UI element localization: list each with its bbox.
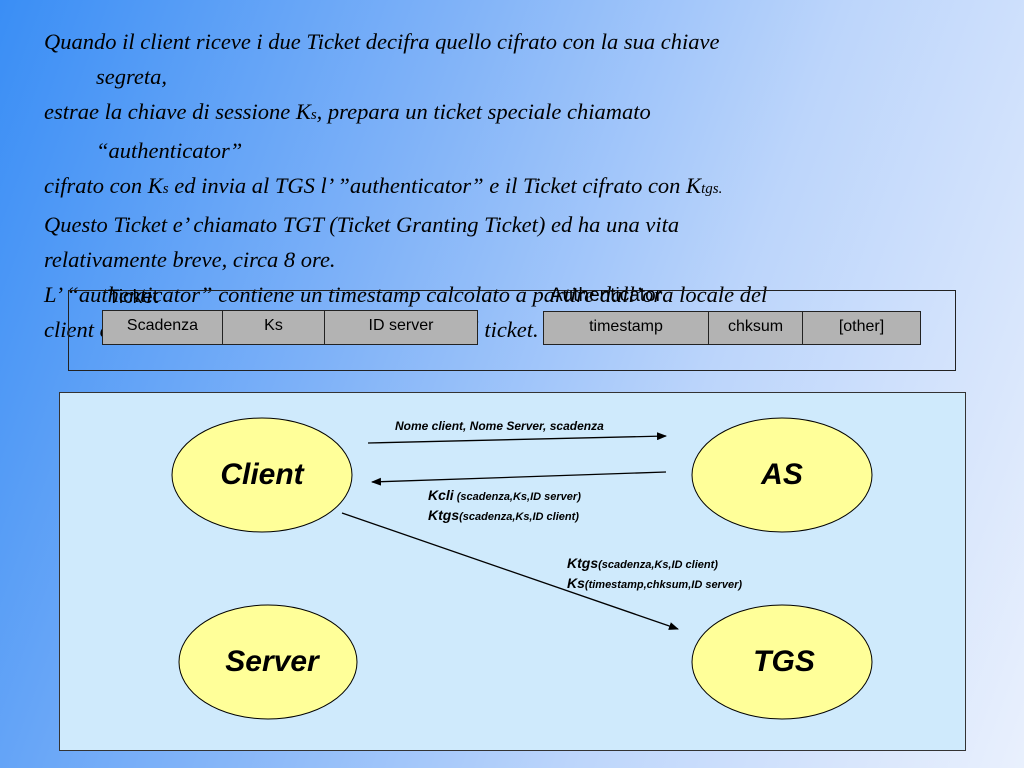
paragraph-line-3: estrae la chiave di sessione Ks, prepara… (44, 94, 1004, 133)
message-key: Ks (567, 575, 585, 591)
message-key: Kcli (428, 487, 454, 503)
ticket-field-ks: Ks (223, 311, 325, 344)
message-args: (timestamp,chksum,ID server) (584, 579, 743, 591)
message-as-to-client: Kcli (scadenza,Ks,ID server) Ktgs(scaden… (428, 486, 581, 526)
message-client-to-tgs: Ktgs(scadenza,Ks,ID client) Ks(timestamp… (567, 554, 742, 594)
paragraph-line-7: relativamente breve, circa 8 ore. (44, 247, 336, 272)
paragraph-line-5-text-b: ed invia al TGS l’ ”authenticator” e il … (168, 173, 702, 198)
message-args: (scadenza,Ks,ID client) (598, 559, 718, 571)
message-line: Ktgs(scadenza,Ks,ID client) (567, 554, 742, 574)
authenticator-fields: timestamp chksum [other] (543, 311, 921, 345)
message-client-to-as: Nome client, Nome Server, scadenza (395, 419, 604, 433)
paragraph-line-6: Questo Ticket e’ chiamato TGT (Ticket Gr… (44, 212, 680, 237)
ticket-fields: Scadenza Ks ID server (102, 310, 478, 345)
paragraph-line-1: Quando il client riceve i due Ticket dec… (44, 29, 720, 54)
message-line: Ks(timestamp,chksum,ID server) (567, 574, 742, 594)
message-key: Ktgs (567, 555, 599, 571)
paragraph-line-5-text: cifrato con K (44, 173, 163, 198)
auth-field-chksum: chksum (709, 312, 803, 344)
paragraph-line-4: “authenticator” (96, 138, 243, 163)
message-args: (scadenza,Ks,ID client) (459, 511, 579, 523)
arrow-as-to-client (371, 471, 667, 486)
ticket-label: Ticket (108, 287, 158, 308)
as-label: AS (761, 458, 803, 491)
server-node (178, 604, 358, 720)
structure-box (68, 290, 956, 371)
paragraph-line-3-text-b: , prepara un ticket speciale chiamato (316, 99, 651, 124)
auth-field-other: [other] (838, 318, 885, 335)
authenticator-label: Authenticator (550, 285, 662, 306)
arrow-client-to-tgs (341, 512, 679, 630)
message-line: Kcli (scadenza,Ks,ID server) (428, 486, 581, 506)
ticket-field-scadenza: Scadenza (103, 311, 223, 344)
tgs-label: TGS (753, 645, 815, 678)
explanation-paragraph: Quando il client riceve i due Ticket dec… (44, 24, 1004, 347)
message-args: (scadenza,Ks,ID server) (453, 491, 581, 503)
flow-diagram-svg (171, 417, 873, 720)
auth-field-timestamp: timestamp (544, 312, 709, 344)
ks-subscript: s (310, 107, 317, 123)
client-label: Client (220, 458, 304, 491)
server-label: Server (225, 645, 319, 678)
message-key: Ktgs (428, 507, 460, 523)
ticket-field-id-server: ID server (368, 317, 434, 334)
paragraph-line-8: L’ “authenticator” contiene un timestamp… (44, 282, 768, 307)
kerberos-flow-diagram: Client AS Server TGS Nome client, Nome S… (59, 392, 966, 751)
arrow-client-to-as (367, 432, 667, 444)
paragraph-line-2: segreta, (96, 64, 168, 89)
ktgs-subscript: tgs. (701, 181, 723, 197)
ks-subscript: s (162, 181, 169, 197)
client-node (171, 417, 353, 533)
message-line: Ktgs(scadenza,Ks,ID client) (428, 506, 581, 526)
paragraph-line-5: cifrato con Ks ed invia al TGS l’ ”authe… (44, 168, 1004, 207)
paragraph-line-3-text: estrae la chiave di sessione K (44, 99, 311, 124)
tgs-node (691, 604, 873, 720)
as-node (691, 417, 873, 533)
